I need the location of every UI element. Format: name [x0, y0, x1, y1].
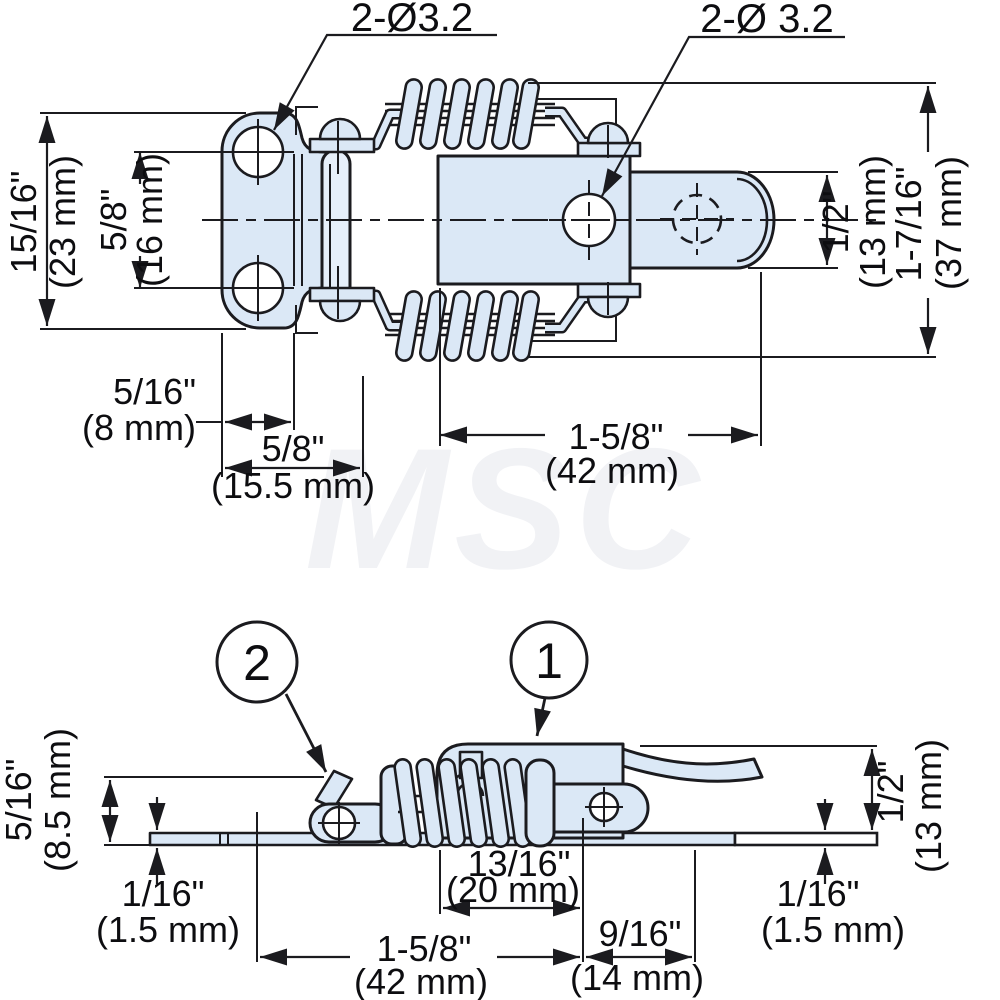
- spring-coil: [395, 290, 423, 362]
- spring-coil: [393, 758, 423, 848]
- spring-coil: [467, 290, 495, 362]
- spring-bottom: [395, 290, 540, 362]
- callout-2-number: 2: [243, 635, 271, 691]
- catch-plate-side-view: [733, 831, 879, 847]
- body-rivet: [585, 787, 623, 827]
- hole-label-leader-left: [273, 33, 497, 131]
- dim-hook-height-mm: (8.5 mm): [37, 728, 78, 872]
- spring-coil: [419, 78, 447, 150]
- callout-2-circle: [215, 620, 299, 704]
- hole-label-left: 2-Ø3.2: [351, 0, 473, 40]
- dim-plate-width-inch: 5/8": [262, 428, 325, 469]
- dim-plate-height-mm: (23 mm): [42, 155, 83, 289]
- dim-plate-thickness-right-inch: 1/16": [777, 873, 860, 914]
- spring-end-loop: [524, 758, 556, 848]
- callout-1-number: 1: [535, 633, 563, 689]
- spring-top: [395, 78, 540, 150]
- bracket-step-bottom: [295, 305, 318, 334]
- dim-overall-height-mm: (37 mm): [928, 156, 969, 290]
- spring-coil: [415, 758, 445, 848]
- plate-hole-top: [222, 119, 294, 185]
- dim-overall-height-side-inch: 1/2": [870, 761, 911, 824]
- anchor-dome: [318, 117, 362, 141]
- dim-body-length-inch: 1-5/8": [569, 416, 664, 457]
- extension-lines-top-view: [40, 82, 936, 477]
- extension-lines-side-view: [104, 745, 877, 962]
- dim-plate-height-inch: 15/16": [3, 171, 44, 274]
- callout-2-leader: [284, 693, 328, 773]
- dim-edge-to-hole-inch: 5/16": [113, 371, 196, 412]
- spring-coil: [512, 290, 540, 362]
- spring-coil: [419, 290, 447, 362]
- spring-coil: [491, 290, 519, 362]
- spring-coil: [443, 78, 471, 150]
- dim-rivet-offset-inch: 9/16": [599, 913, 682, 954]
- anchor-flange: [308, 286, 376, 303]
- plate-hole-bottom: [222, 255, 294, 321]
- dim-body-length-mm: (42 mm): [545, 450, 679, 491]
- top-view: 2-Ø3.2 2-Ø 3.2 15/16" (23 mm) 5/8" (16 m…: [3, 0, 969, 506]
- dim-spring-length-mm: (20 mm): [446, 869, 580, 910]
- spring-coil: [459, 758, 489, 848]
- dim-plate-width-mm: (15.5 mm): [211, 465, 375, 506]
- spring-wire-connectors: [358, 106, 596, 334]
- spring-side: [393, 758, 556, 848]
- dim-body-length-side-mm: (42 mm): [354, 961, 488, 1000]
- callout-1-circle: [509, 620, 589, 700]
- spring-coil: [437, 758, 467, 848]
- dim-plate-thickness-left-inch: 1/16": [122, 873, 205, 914]
- spring-anchors: [308, 117, 642, 323]
- spring-coil: [467, 78, 495, 150]
- dim-plate-thickness-right-mm: (1.5 mm): [761, 909, 905, 950]
- bracket-step-top: [295, 106, 318, 135]
- lever-handle: [621, 747, 764, 783]
- dimension-lines-side-view: [101, 749, 881, 966]
- watermark-text: MSC: [305, 413, 705, 605]
- dim-arm-height-inch: 1/2": [815, 191, 856, 254]
- hole-label-right: 2-Ø 3.2: [700, 0, 833, 41]
- dim-body-length-side-inch: 1-5/8": [377, 928, 472, 969]
- dim-edge-to-hole-mm: (8 mm): [82, 407, 196, 448]
- spring-coil: [491, 78, 519, 150]
- dim-arm-height-mm: (13 mm): [852, 155, 893, 289]
- spring-coil: [443, 290, 471, 362]
- dim-hole-spacing-mm: (16 mm): [129, 153, 170, 287]
- dim-hook-height-inch: 5/16": [0, 759, 39, 842]
- dim-rivet-offset-mm: (14 mm): [570, 957, 704, 998]
- anchor-flange: [308, 137, 376, 154]
- hole-label-leader-right: [601, 35, 845, 197]
- hook-rivet: [318, 802, 360, 844]
- spring-coil: [395, 78, 423, 150]
- dimension-lines-top-view: [38, 86, 937, 477]
- dim-spring-length-inch: 13/16": [468, 843, 571, 884]
- dim-overall-height-side-mm: (13 mm): [908, 739, 949, 873]
- spring-coil: [512, 78, 540, 150]
- spring-coil: [481, 758, 511, 848]
- hinge-strap: [320, 148, 352, 310]
- dim-plate-thickness-left-mm: (1.5 mm): [96, 909, 240, 950]
- dim-hole-spacing-inch: 5/8": [93, 189, 134, 252]
- anchor-dome: [318, 299, 362, 323]
- callout-1-leader: [534, 697, 551, 737]
- side-view: 2 1 5/16" (8.5 mm) 1/16" (1.5 mm) 13/16"…: [0, 620, 949, 1000]
- dim-overall-height-inch: 1-7/16": [888, 167, 929, 282]
